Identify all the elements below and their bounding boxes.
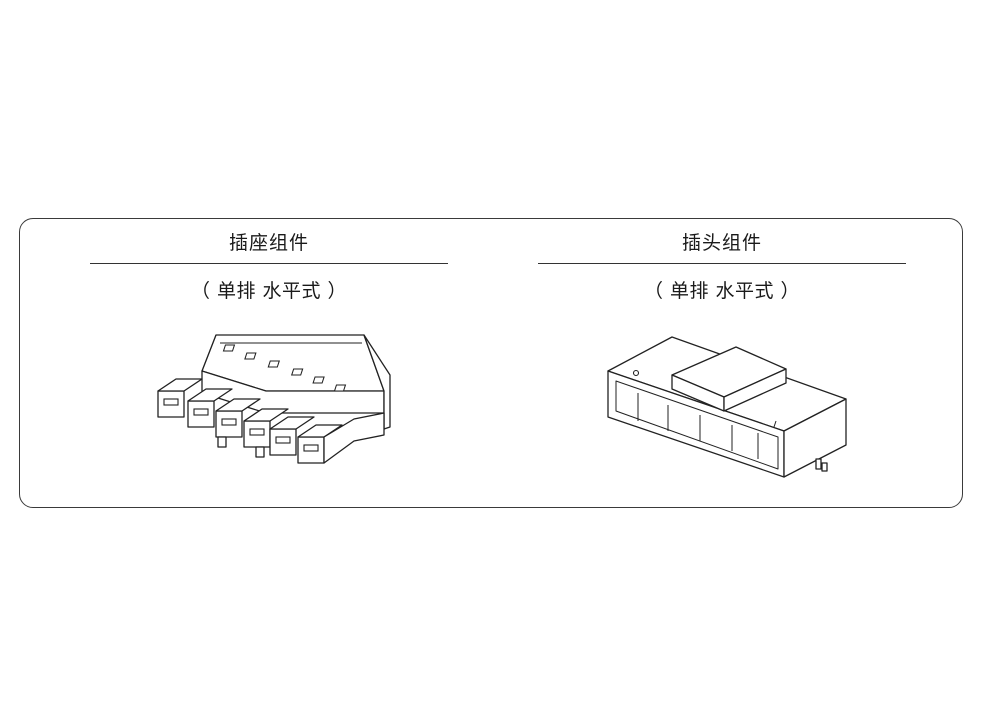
connector-receptacle-drawing	[157, 334, 391, 464]
housing-base	[323, 412, 385, 464]
plug-finger-1	[157, 378, 203, 418]
plug-finger-3	[215, 398, 261, 448]
top-slot-row	[222, 344, 347, 392]
shroud-side	[783, 398, 847, 478]
header-title: 插头组件	[681, 232, 762, 254]
plug-finger-2	[187, 388, 233, 428]
housing-side	[363, 334, 391, 430]
receptacle-subtitle: （ 单排 水平式 ）	[190, 280, 348, 302]
header-column: 插头组件 （ 单排 水平式 ）	[538, 219, 906, 507]
shroud-ribs	[637, 393, 759, 459]
connector-header-drawing	[607, 336, 847, 478]
plug-finger-6	[297, 424, 343, 464]
receptacle-divider	[90, 263, 448, 264]
plug-finger-5	[269, 416, 315, 456]
receptacle-column: 插座组件 （ 单排 水平式 ）	[90, 219, 448, 507]
header-divider	[538, 263, 906, 264]
receptacle-title: 插座组件	[228, 232, 309, 254]
solder-pins	[815, 458, 828, 472]
comparison-panel: 插座组件 （ 单排 水平式 ）	[19, 218, 963, 508]
shroud-opening	[615, 380, 779, 470]
header-subtitle: （ 单排 水平式 ）	[643, 280, 801, 302]
plug-finger-4	[243, 408, 289, 458]
